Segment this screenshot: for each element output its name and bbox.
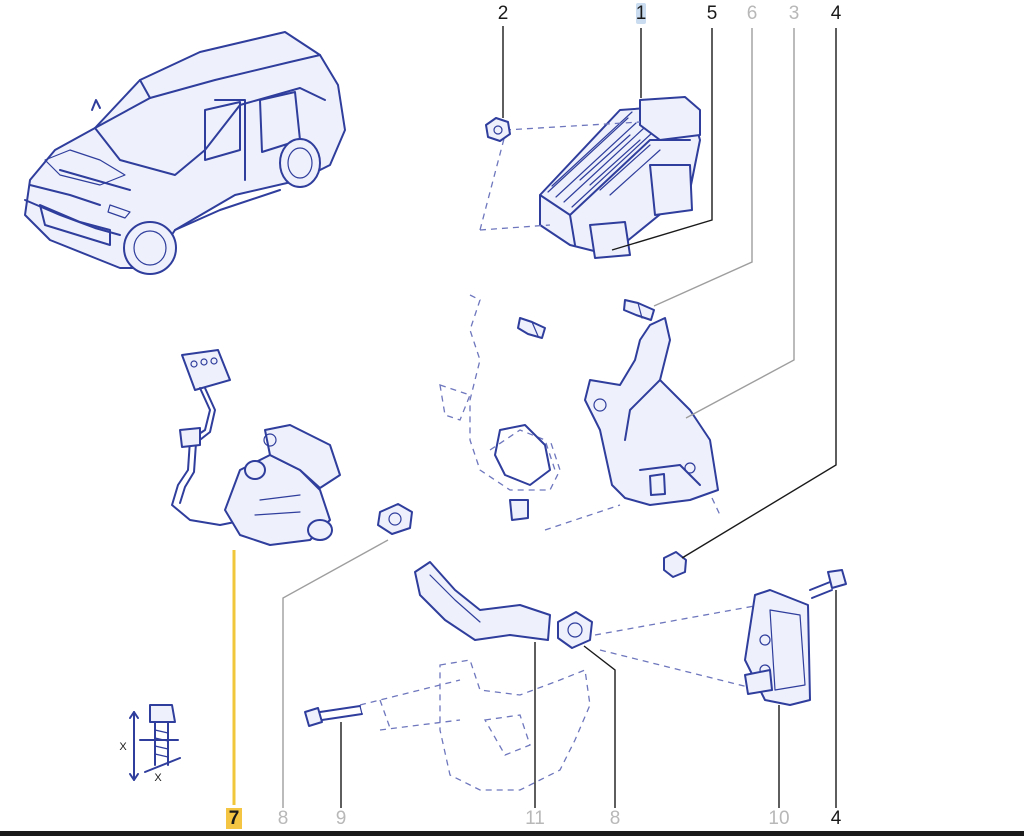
bolt-item4-bottom-illustration	[809, 569, 847, 599]
callout-7-label: 7	[225, 808, 243, 829]
hose-illustration	[414, 561, 551, 641]
callout-11: 11	[525, 808, 545, 829]
ghost-engine-block-illustration	[359, 604, 761, 791]
valve-actuator-illustration	[744, 589, 811, 706]
bottom-rule	[0, 831, 1024, 836]
callout-2: 2	[497, 3, 509, 24]
callout-1-label: 1	[635, 3, 647, 24]
callout-6: 6	[746, 3, 758, 24]
bolt-item5-illustration	[517, 317, 546, 339]
torque-x-bottom: X	[154, 772, 162, 784]
nut-illustration	[485, 117, 511, 142]
leader-lines	[232, 26, 837, 808]
callout-10: 10	[768, 808, 790, 829]
vehicle-illustration	[24, 31, 346, 275]
callout-8-right: 8	[609, 808, 621, 829]
callout-9: 9	[335, 808, 347, 829]
wiring-harness-illustration	[171, 349, 341, 546]
bolt-item9-illustration	[304, 705, 363, 727]
torque-x-top: X	[119, 741, 127, 753]
callout-4-bottom: 4	[830, 808, 842, 829]
clamp-left-illustration	[377, 503, 413, 535]
callout-5: 5	[706, 3, 718, 24]
ghost-wiring-illustration	[439, 294, 561, 521]
callout-4-top: 4	[830, 3, 842, 24]
callout-3: 3	[788, 3, 800, 24]
clamp-right-illustration	[557, 611, 593, 649]
bolt-item6-illustration	[623, 299, 655, 321]
callout-7: 7	[219, 808, 249, 829]
callout-8-left: 8	[277, 808, 289, 829]
control-module-illustration	[479, 96, 701, 259]
callout-1: 1	[626, 3, 656, 24]
nut-item4-top-illustration	[663, 551, 687, 578]
torque-symbol-illustration	[129, 704, 181, 781]
bracket-illustration	[544, 317, 721, 531]
